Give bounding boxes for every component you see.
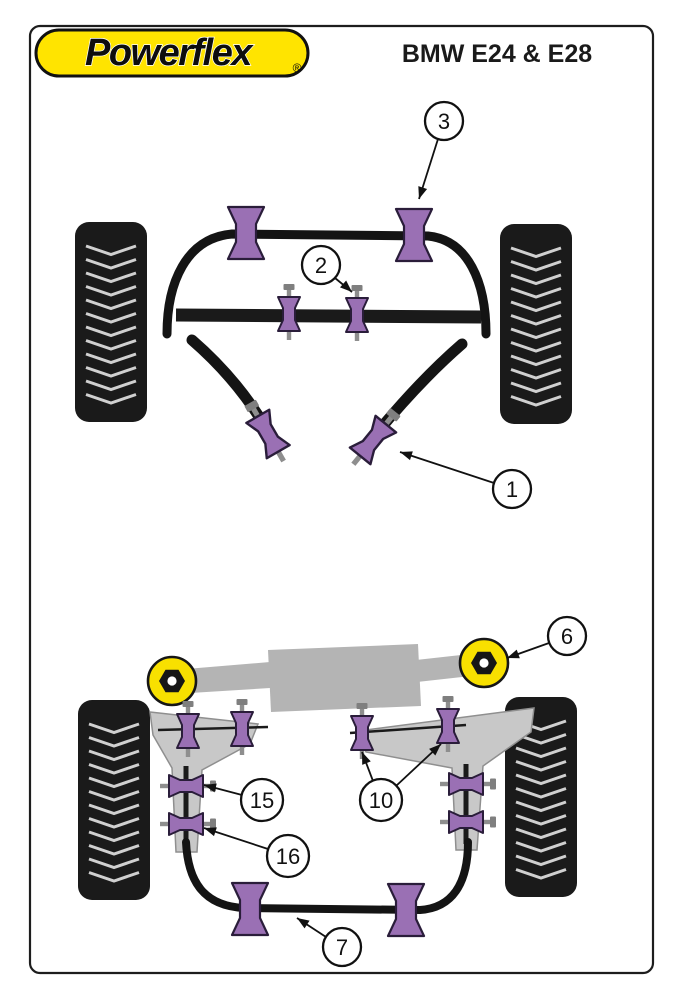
subframe-beam-left xyxy=(174,662,270,694)
front-suspension-diagram: 3 2 1 xyxy=(73,100,574,510)
brand-wordmark: Powerflex xyxy=(85,32,254,74)
rear-left-tire xyxy=(76,698,152,902)
subframe-mount-bush-right xyxy=(458,637,510,689)
front-arm-bush-left xyxy=(239,396,295,467)
front-left-tire xyxy=(73,220,149,424)
callout-1-arrow xyxy=(399,451,495,484)
svg-text:1: 1 xyxy=(506,477,518,502)
svg-text:10: 10 xyxy=(369,788,393,813)
svg-text:7: 7 xyxy=(336,935,348,960)
svg-text:6: 6 xyxy=(561,624,573,649)
page-border xyxy=(28,24,655,975)
callout-16: 16 xyxy=(202,823,311,879)
powerflex-logo: Powerflex ® xyxy=(34,28,310,78)
svg-text:2: 2 xyxy=(315,253,327,278)
rear-suspension-diagram: 6 15 10 16 7 xyxy=(76,615,588,968)
callout-15: 15 xyxy=(202,777,285,823)
callout-3: 3 xyxy=(414,100,465,201)
callout-2: 2 xyxy=(300,244,356,296)
rear-anti-roll-bar xyxy=(182,838,472,915)
subframe-center xyxy=(268,644,421,712)
front-arm-bush-right xyxy=(343,404,406,473)
callout-1: 1 xyxy=(398,447,533,510)
registered-mark: ® xyxy=(293,61,302,75)
front-right-tire xyxy=(498,222,574,426)
svg-text:16: 16 xyxy=(276,844,300,869)
callout-6: 6 xyxy=(505,615,588,663)
callout-10: 10 xyxy=(357,740,445,823)
track-rod xyxy=(175,308,482,324)
svg-text:15: 15 xyxy=(250,788,274,813)
page-title: BMW E24 & E28 xyxy=(402,40,592,68)
callout-7: 7 xyxy=(294,914,363,968)
subframe-mount-bush-left xyxy=(146,655,198,707)
front-anti-roll-bar xyxy=(162,229,491,339)
logo-background xyxy=(34,28,310,78)
arm-pivot-axis-left xyxy=(157,725,269,732)
svg-text:3: 3 xyxy=(438,109,450,134)
